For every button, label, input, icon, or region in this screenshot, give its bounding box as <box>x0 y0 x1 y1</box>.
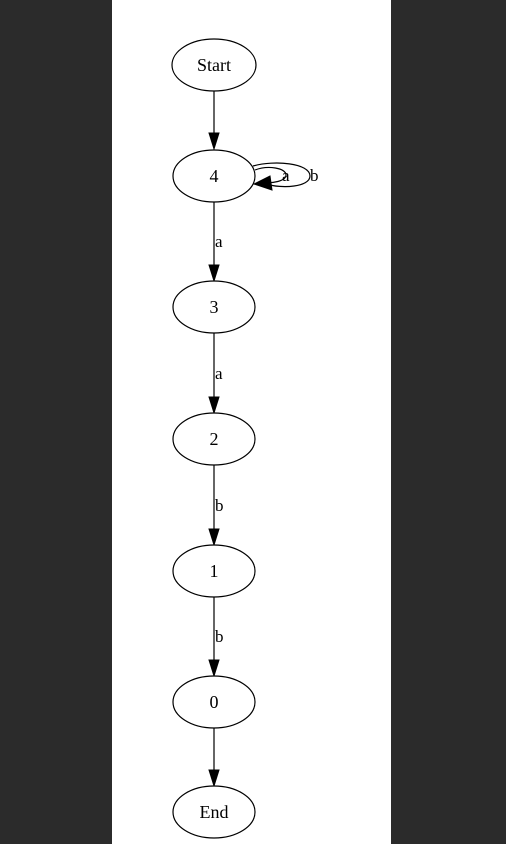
node-label-4: 4 <box>210 166 219 186</box>
node-start: Start <box>171 38 257 92</box>
edge-4-to-3: a <box>208 202 223 283</box>
node-4: 4 <box>172 149 256 203</box>
node-2: 2 <box>172 412 256 466</box>
edge-1-to-0: b <box>208 597 224 678</box>
state-diagram: a a b b <box>171 38 319 839</box>
self-loop-4-b: b <box>252 162 319 191</box>
node-label-start: Start <box>197 55 231 75</box>
edge-label-2-1: b <box>215 496 224 515</box>
node-1: 1 <box>172 544 256 598</box>
edge-2-to-1: b <box>208 465 224 547</box>
edge-label-4-3: a <box>215 232 223 251</box>
edge-3-to-2: a <box>208 333 223 415</box>
self-loop-label-a: a <box>282 166 290 185</box>
edge-label-1-0: b <box>215 627 224 646</box>
node-0: 0 <box>172 675 256 729</box>
node-label-0: 0 <box>210 692 219 712</box>
node-label-3: 3 <box>210 297 219 317</box>
edge-label-3-2: a <box>215 364 223 383</box>
node-end: End <box>172 785 256 839</box>
edge-0-to-end <box>208 728 220 788</box>
edge-start-to-4 <box>208 91 220 151</box>
node-label-1: 1 <box>210 561 219 581</box>
self-loop-label-b: b <box>310 166 319 185</box>
node-label-2: 2 <box>210 429 219 449</box>
node-3: 3 <box>172 280 256 334</box>
node-label-end: End <box>200 802 229 822</box>
diagram-canvas: a a b b <box>112 0 391 844</box>
